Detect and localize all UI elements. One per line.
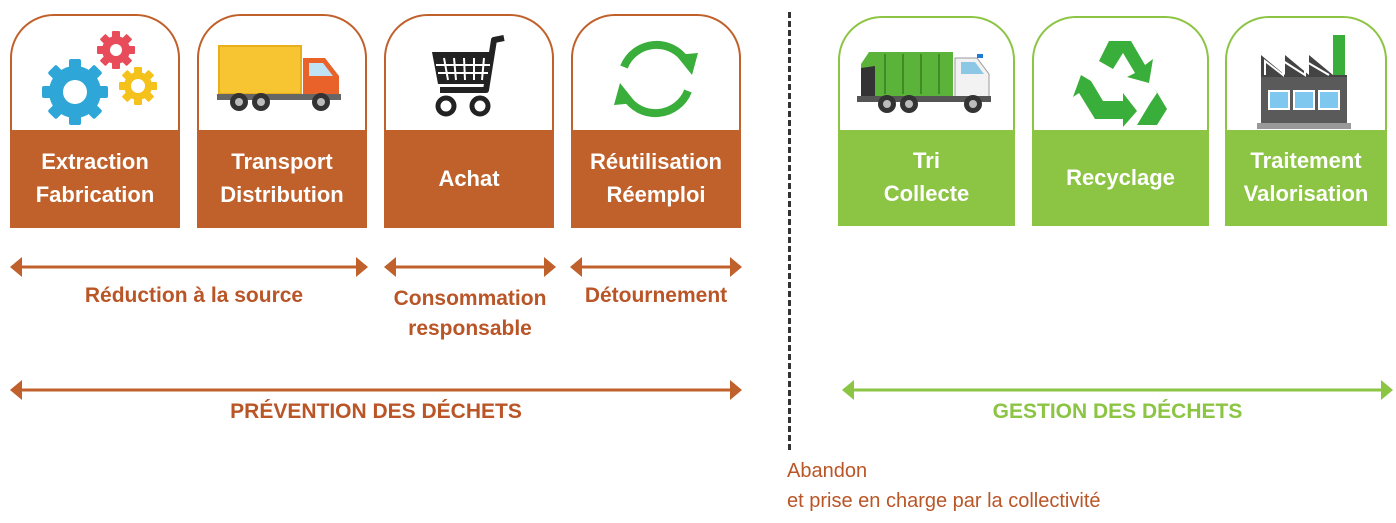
card-label-line1: Achat bbox=[438, 165, 500, 191]
label-consommation-line2: responsable bbox=[408, 317, 532, 340]
footnote-line2: et prise en charge par la collectivité bbox=[787, 490, 1101, 512]
gears-icon bbox=[12, 24, 178, 134]
card-label: Extraction Fabrication bbox=[12, 130, 178, 226]
card-transport-distribution: Transport Distribution bbox=[197, 14, 367, 228]
card-label-line2: Collecte bbox=[883, 181, 970, 206]
card-tri-collecte: Tri Collecte bbox=[838, 16, 1015, 226]
card-label-line1: Tri bbox=[913, 148, 940, 173]
arrow-detournement bbox=[570, 257, 742, 277]
label-prevention-dechets: PRÉVENTION DES DÉCHETS bbox=[230, 400, 522, 423]
card-label-line2: Valorisation bbox=[1243, 181, 1369, 206]
card-label: Achat bbox=[386, 130, 552, 226]
card-traitement-valorisation: Traitement Valorisation bbox=[1225, 16, 1387, 226]
card-label-line1: Recyclage bbox=[1066, 164, 1175, 190]
card-label: Traitement Valorisation bbox=[1227, 130, 1385, 224]
card-label-line1: Traitement bbox=[1250, 148, 1362, 173]
label-reduction-source: Réduction à la source bbox=[84, 284, 304, 307]
card-recyclage: Recyclage bbox=[1032, 16, 1209, 226]
card-label: Recyclage bbox=[1034, 130, 1207, 224]
card-extraction-fabrication: Extraction Fabrication bbox=[10, 14, 180, 228]
arrow-reduction bbox=[10, 257, 368, 277]
shopping-cart-icon bbox=[386, 24, 552, 134]
card-label-line2: Réemploi bbox=[606, 182, 706, 207]
arrow-prevention bbox=[10, 380, 742, 400]
reuse-cycle-icon bbox=[573, 24, 739, 134]
card-label: Réutilisation Réemploi bbox=[573, 130, 739, 226]
prevention-gestion-divider bbox=[788, 12, 791, 450]
footnote-line1: Abandon bbox=[787, 460, 868, 482]
garbage-truck-icon bbox=[840, 26, 1013, 136]
card-achat: Achat bbox=[384, 14, 554, 228]
card-label-line2: Fabrication bbox=[35, 182, 155, 207]
card-label-line1: Extraction bbox=[41, 149, 149, 174]
card-reutilisation-reemploi: Réutilisation Réemploi bbox=[571, 14, 741, 228]
card-label-line1: Transport bbox=[231, 149, 333, 174]
factory-icon bbox=[1227, 26, 1385, 136]
card-label-line1: Réutilisation bbox=[589, 149, 722, 174]
label-gestion-dechets: GESTION DES DÉCHETS bbox=[992, 400, 1243, 423]
arrow-gestion bbox=[842, 380, 1393, 400]
card-label: Tri Collecte bbox=[840, 130, 1013, 224]
card-label: Transport Distribution bbox=[199, 130, 365, 226]
footnote-abandon: Abandon et prise en charge par la collec… bbox=[787, 456, 1101, 516]
label-detournement: Détournement bbox=[584, 284, 728, 307]
card-label-line2: Distribution bbox=[220, 182, 344, 207]
label-consommation-line1: Consommation bbox=[393, 287, 547, 310]
recycle-icon bbox=[1034, 26, 1207, 136]
label-consommation-responsable: Consommation responsable bbox=[380, 284, 560, 344]
arrow-consommation bbox=[384, 257, 556, 277]
delivery-truck-icon bbox=[199, 24, 365, 134]
